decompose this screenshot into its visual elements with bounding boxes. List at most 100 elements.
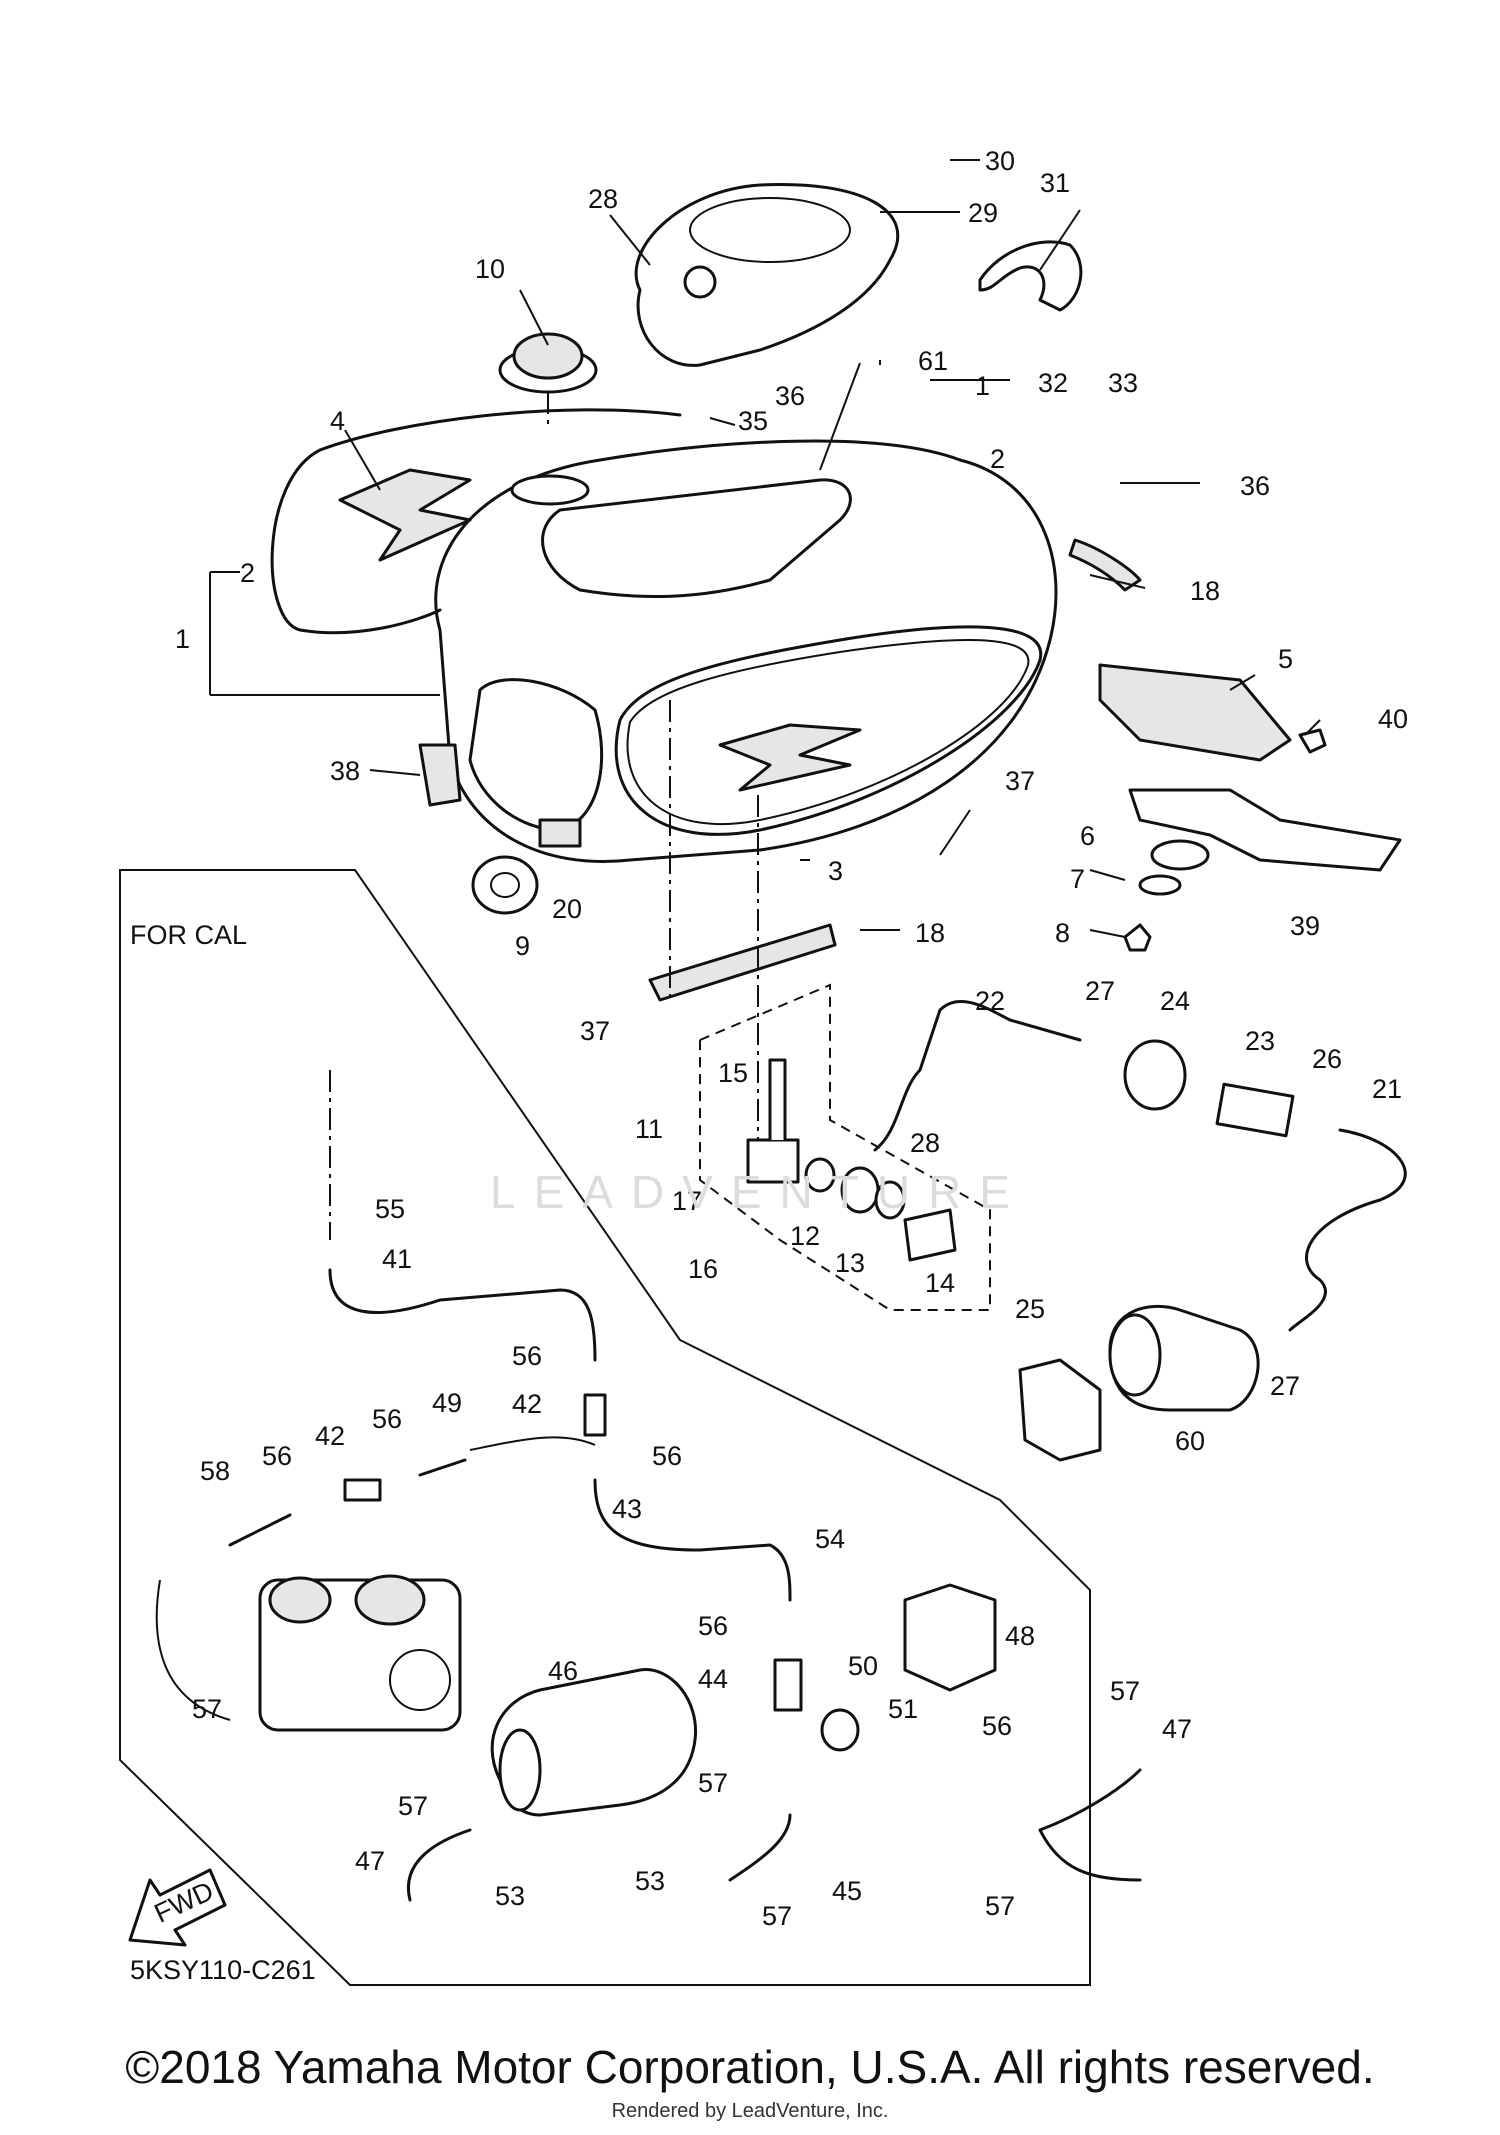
fuel-pump[interactable] bbox=[1108, 1304, 1260, 1412]
hose-41[interactable] bbox=[328, 1268, 597, 1362]
pad-19[interactable] bbox=[1068, 538, 1142, 592]
callout-38: 38 bbox=[330, 756, 360, 786]
callout-22: 22 bbox=[975, 986, 1005, 1016]
callout-36-bottom: 37 bbox=[580, 1016, 610, 1046]
callout-6: 6 bbox=[1080, 821, 1095, 851]
callout-23: 23 bbox=[1245, 1026, 1275, 1056]
callout-8: 8 bbox=[1055, 918, 1070, 948]
callout-42-b: 42 bbox=[315, 1421, 345, 1451]
callout-44: 44 bbox=[698, 1664, 728, 1694]
strip-18[interactable] bbox=[648, 923, 837, 1002]
damper[interactable] bbox=[471, 855, 539, 915]
hose-45[interactable] bbox=[728, 1813, 792, 1882]
fuel-tank[interactable] bbox=[434, 439, 1058, 863]
fuel-filter[interactable] bbox=[1215, 1082, 1295, 1138]
callout-9: 9 bbox=[515, 931, 530, 961]
callout-14: 14 bbox=[925, 1268, 955, 1298]
callout-33: 33 bbox=[1108, 368, 1138, 398]
fitting-44[interactable] bbox=[773, 1658, 803, 1712]
callout-21: 21 bbox=[1372, 1074, 1402, 1104]
callout-35: 36 bbox=[775, 381, 805, 411]
center-lines bbox=[329, 392, 759, 1240]
solenoid-valve[interactable] bbox=[903, 1583, 997, 1692]
section-label: FOR CAL bbox=[130, 920, 248, 950]
bolt-8[interactable] bbox=[1123, 923, 1152, 952]
bolt-40[interactable] bbox=[1298, 728, 1327, 754]
assembly-dash-box bbox=[699, 983, 991, 1311]
callout-17: 17 bbox=[672, 1186, 702, 1216]
copyright-notice: ©2018 Yamaha Motor Corporation, U.S.A. A… bbox=[125, 2041, 1375, 2093]
callout-24: 24 bbox=[1160, 986, 1190, 1016]
callout-28: 28 bbox=[588, 184, 618, 214]
callout-3: 3 bbox=[828, 856, 843, 886]
callout-4: 4 bbox=[330, 406, 345, 436]
callout-37: 37 bbox=[1005, 766, 1035, 796]
callout-50: 49 bbox=[432, 1388, 462, 1418]
emblem-gasket-left[interactable] bbox=[270, 408, 682, 635]
fuel-hose-22[interactable] bbox=[873, 999, 1082, 1152]
callout-57-d: 57 bbox=[762, 1901, 792, 1931]
diagram-code: 5KSY110-C261 bbox=[130, 1955, 316, 1985]
callout-36-top: 36 bbox=[1240, 471, 1270, 501]
callout-18: 18 bbox=[915, 918, 945, 948]
charcoal-canister[interactable] bbox=[490, 1668, 698, 1817]
callout-12: 12 bbox=[790, 1221, 820, 1251]
callout-labels: 30 29 31 28 10 32 33 61 35 36 4 1 2 2 1 … bbox=[175, 146, 1408, 1931]
fitting-42-left[interactable] bbox=[343, 1478, 382, 1502]
callout-57-e: 57 bbox=[985, 1891, 1015, 1921]
callout-39: 39 bbox=[1290, 911, 1320, 941]
callout-59: 58 bbox=[200, 1456, 230, 1486]
tank-emblem-left[interactable] bbox=[338, 468, 472, 562]
callout-56-c: 56 bbox=[262, 1441, 292, 1471]
callout-13: 13 bbox=[835, 1248, 865, 1278]
callout-56-d: 56 bbox=[652, 1441, 682, 1471]
callout-40: 40 bbox=[1378, 704, 1408, 734]
callout-53-a: 53 bbox=[635, 1866, 665, 1896]
callout-49: 48 bbox=[1005, 1621, 1035, 1651]
callout-32: 35 bbox=[738, 406, 768, 436]
callout-2-top: 2 bbox=[990, 444, 1005, 474]
fuel-hose-21[interactable] bbox=[1288, 1128, 1407, 1332]
hose-43[interactable] bbox=[593, 1478, 792, 1602]
tank-bracket[interactable] bbox=[1128, 788, 1402, 872]
pump-bracket[interactable] bbox=[1018, 1358, 1102, 1462]
callout-56-b: 56 bbox=[372, 1404, 402, 1434]
callout-46: 46 bbox=[548, 1656, 578, 1686]
callout-57-c: 57 bbox=[398, 1791, 428, 1821]
callout-57-b: 57 bbox=[698, 1768, 728, 1798]
clamp-51[interactable] bbox=[820, 1708, 860, 1752]
callout-58: 57 bbox=[192, 1694, 222, 1724]
hose-48[interactable] bbox=[1038, 1768, 1142, 1882]
carburetor[interactable] bbox=[258, 1574, 462, 1732]
callout-31: 31 bbox=[1040, 168, 1070, 198]
callout-54: 54 bbox=[815, 1524, 845, 1554]
callout-2-left: 2 bbox=[240, 558, 255, 588]
pad-38[interactable] bbox=[418, 743, 462, 807]
hose-59[interactable] bbox=[228, 1513, 292, 1547]
fuel-cap[interactable] bbox=[498, 332, 598, 394]
hose-50[interactable] bbox=[418, 1458, 467, 1477]
fwd-arrow-icon: FWD bbox=[128, 1868, 227, 1947]
callout-27-mid: 28 bbox=[910, 1128, 940, 1158]
callout-56-a: 56 bbox=[512, 1341, 542, 1371]
side-cover[interactable] bbox=[1098, 663, 1292, 762]
watermark: LEADVENTURE bbox=[490, 1166, 1028, 1218]
callout-61: 61 bbox=[918, 346, 948, 376]
pad[interactable] bbox=[538, 818, 582, 848]
callout-26-bottom: 27 bbox=[1270, 1371, 1300, 1401]
bracket[interactable] bbox=[978, 240, 1083, 312]
callout-29: 29 bbox=[968, 198, 998, 228]
tank-emblem-right[interactable] bbox=[718, 723, 862, 792]
washer-7[interactable] bbox=[1138, 874, 1182, 896]
vent-line bbox=[155, 1436, 596, 1721]
callout-19: 18 bbox=[1190, 576, 1220, 606]
hose-47[interactable] bbox=[406, 1828, 472, 1902]
fitting-42-upper[interactable] bbox=[583, 1393, 607, 1437]
fuel-cock[interactable] bbox=[746, 1058, 957, 1262]
fuel-filter-cap[interactable] bbox=[1123, 1039, 1187, 1111]
damper-6[interactable] bbox=[1150, 839, 1210, 871]
tank-cover[interactable] bbox=[634, 182, 900, 367]
callout-11: 11 bbox=[635, 1114, 663, 1144]
for-cal-boundary bbox=[119, 869, 1091, 1986]
